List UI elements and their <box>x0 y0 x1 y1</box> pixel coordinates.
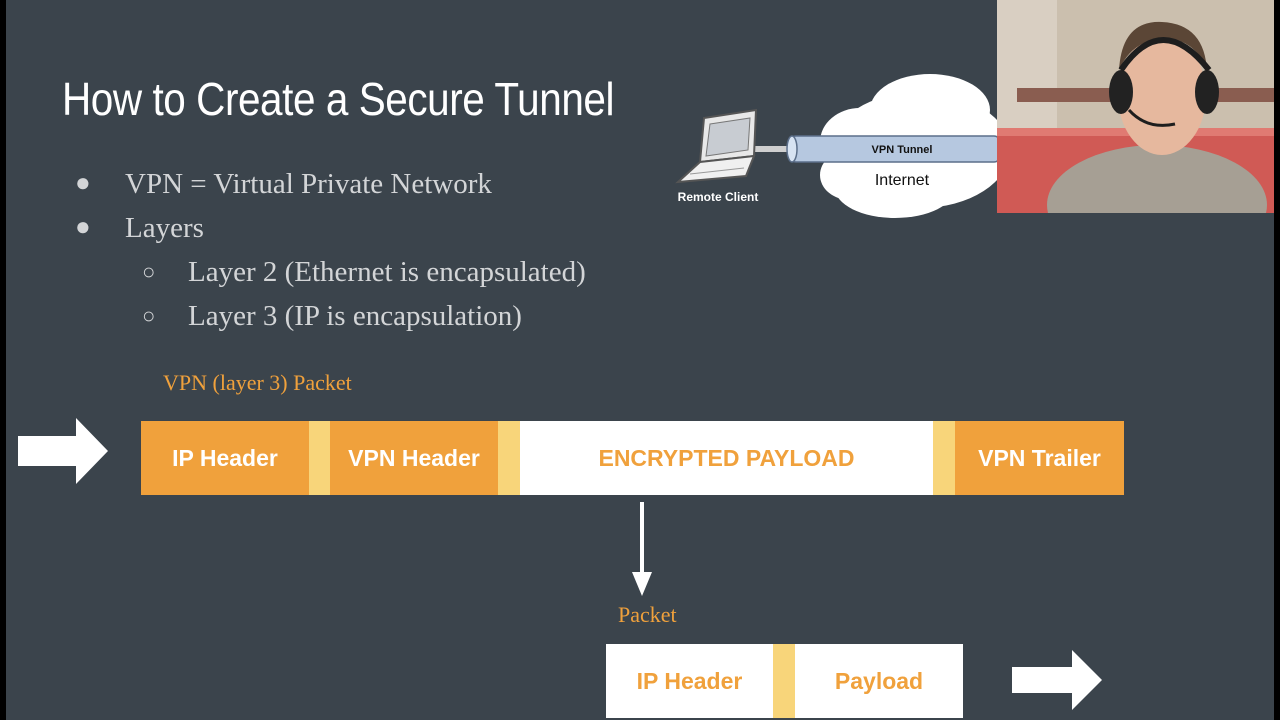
packet-segment-vpn-header: VPN Header <box>330 421 498 495</box>
inner-packet-bar: IP Header Payload <box>606 644 963 718</box>
sub-bullet-layer3: ○ Layer 3 (IP is encapsulation) <box>142 300 522 333</box>
inner-packet-caption: Packet <box>618 602 677 627</box>
bullet-vpn: ● VPN = Virtual Private Network <box>75 168 492 201</box>
bullet-layers: ● Layers <box>75 212 204 245</box>
packet-segment-encrypted-payload: ENCRYPTED PAYLOAD <box>520 421 933 495</box>
bullet-text: Layers <box>125 212 204 244</box>
packet-separator <box>773 644 795 718</box>
bullet-circle-icon: ○ <box>142 303 156 328</box>
vpn-network-diagram: VPN Tunnel Internet Remote Client <box>675 74 1000 218</box>
bullet-text: VPN = Virtual Private Network <box>125 168 492 200</box>
inner-segment-ip-header: IP Header <box>606 644 773 718</box>
client-cable <box>754 146 794 152</box>
remote-client-label: Remote Client <box>678 190 759 204</box>
inner-segment-payload: Payload <box>795 644 963 718</box>
vpn-tunnel-label: VPN Tunnel <box>872 144 933 156</box>
bullet-dot-icon: ● <box>75 212 91 241</box>
bullet-circle-icon: ○ <box>142 259 156 284</box>
vpn-tunnel-pipe <box>786 135 1000 163</box>
vpn-packet-caption: VPN (layer 3) Packet <box>163 370 352 395</box>
packet-separator <box>498 421 520 495</box>
sub-bullet-text: Layer 3 (IP is encapsulation) <box>188 300 522 332</box>
slide-title: How to Create a Secure Tunnel <box>62 73 615 125</box>
packet-segment-vpn-trailer: VPN Trailer <box>955 421 1124 495</box>
bullet-dot-icon: ● <box>75 168 91 197</box>
packet-segment-ip-header: IP Header <box>141 421 309 495</box>
webcam-overlay <box>997 0 1274 213</box>
sub-bullet-layer2: ○ Layer 2 (Ethernet is encapsulated) <box>142 256 586 289</box>
sub-bullet-text: Layer 2 (Ethernet is encapsulated) <box>188 256 586 288</box>
packet-separator <box>309 421 330 495</box>
internet-label: Internet <box>875 172 930 189</box>
vpn-packet-bar: IP Header VPN Header ENCRYPTED PAYLOAD V… <box>141 421 1124 495</box>
presenter-video-icon <box>997 0 1274 213</box>
down-arrow-icon <box>632 502 652 596</box>
right-arrow-icon <box>1012 650 1102 710</box>
internet-cloud-icon <box>820 74 1000 218</box>
slide: How to Create a Secure Tunnel ● VPN = Vi… <box>6 0 1274 720</box>
right-arrow-icon <box>18 418 108 484</box>
laptop-icon <box>675 108 758 184</box>
packet-separator <box>933 421 955 495</box>
